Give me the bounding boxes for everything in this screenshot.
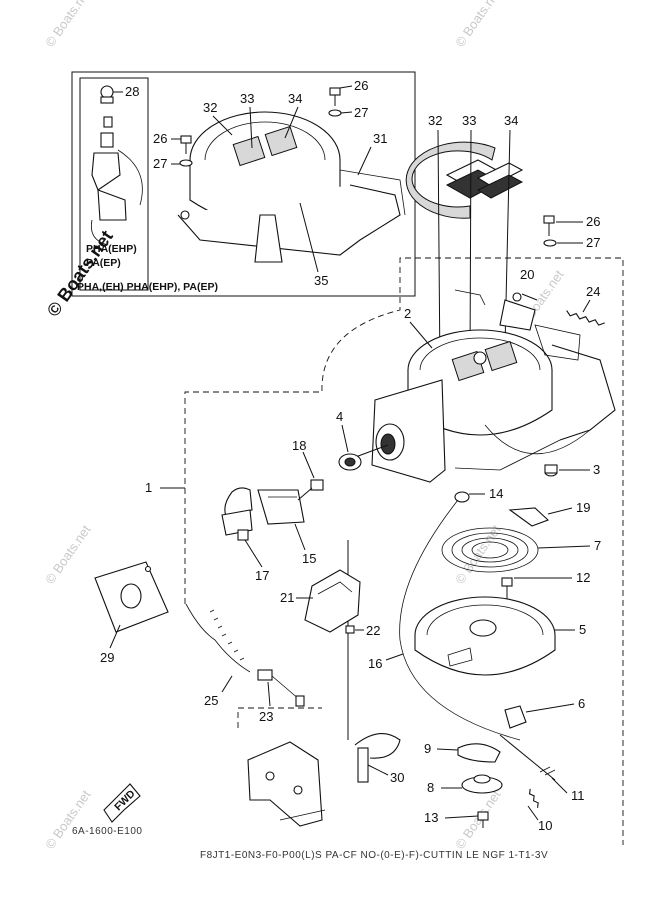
callout-inset-32: 32: [203, 100, 217, 115]
callout-5: 5: [579, 622, 586, 637]
emblem-parts: 32 33 34: [405, 113, 524, 375]
callout-15: 15: [302, 551, 316, 566]
callout-30: 30: [390, 770, 404, 785]
callout-7: 7: [594, 538, 601, 553]
callout-10: 10: [538, 818, 552, 833]
callout-6: 6: [578, 696, 585, 711]
spring-20-24: 20 24: [512, 267, 605, 326]
callout-inset-26b: 26: [153, 131, 167, 146]
plate-29: 29: [94, 561, 169, 665]
inset-panel: PHA(EHP) PA(EP) PHA,(EH) PHA(EHP), PA(EP…: [71, 71, 416, 297]
mount-bracket: [247, 741, 326, 827]
callout-17: 17: [255, 568, 269, 583]
spiral-spring-7: 7: [441, 527, 601, 573]
callout-inset-34: 34: [288, 91, 302, 106]
watermark: © Boats.net: [452, 0, 504, 50]
pulley-5: 5: [414, 596, 586, 676]
footer-text: F8JT1-E0N3-F0-P00(L)S PA-CF NO-(0-E)-F)-…: [200, 850, 548, 861]
cable-14-16: 14 16: [347, 486, 521, 741]
bolt-26-27: 26 27: [543, 214, 600, 250]
callout-18: 18: [292, 438, 306, 453]
callout-8: 8: [427, 780, 434, 795]
handle-15-17: 15 17: [221, 487, 316, 583]
bracket-21-22: 21 22: [280, 569, 380, 638]
inset-label-pha-ehp: PHA(EHP): [86, 243, 137, 255]
inset-callouts: 28 26 27 26 27 32 33 34 31 35: [113, 78, 387, 288]
callout-14: 14: [489, 486, 503, 501]
callout-26: 26: [586, 214, 600, 229]
callout-2: 2: [404, 306, 411, 321]
assembly-boundary: [184, 257, 624, 845]
callout-11: 11: [571, 788, 585, 803]
inset-label-pa-ep: PA(EP): [86, 257, 121, 269]
part-3: 3: [544, 462, 600, 477]
callout-24: 24: [586, 284, 600, 299]
callout-32: 32: [428, 113, 442, 128]
part-30: 30: [354, 733, 404, 785]
callout-34: 34: [504, 113, 518, 128]
callout-4: 4: [336, 409, 343, 424]
watermark: © Boats.net: [42, 787, 94, 852]
watermark: © Boats.net: [42, 522, 94, 587]
starter-housing: 2: [371, 289, 616, 483]
callout-12: 12: [576, 570, 590, 585]
callout-29: 29: [100, 650, 114, 665]
callout-inset-28: 28: [125, 84, 139, 99]
diagram-code: 6A-1600-E100: [72, 826, 143, 837]
fwd-arrow-icon: FWD: [103, 783, 141, 823]
inset-caption: PHA,(EH) PHA(EHP), PA(EP): [77, 281, 218, 293]
callout-16: 16: [368, 656, 382, 671]
callout-9: 9: [424, 741, 431, 756]
callout-1: 1: [145, 480, 152, 495]
grommets-4-18: 4 18: [292, 409, 389, 491]
lower-small-parts: 9 11 10 8 13: [424, 734, 585, 833]
callout-22: 22: [366, 623, 380, 638]
callout-19: 19: [576, 500, 590, 515]
callout-23: 23: [259, 709, 273, 724]
callout-35: 35: [314, 273, 328, 288]
callout-inset-27a: 27: [354, 105, 368, 120]
cable-25-23: 25 23: [185, 603, 305, 724]
callout-27: 27: [586, 235, 600, 250]
callout-inset-33: 33: [240, 91, 254, 106]
callout-inset-26a: 26: [354, 78, 368, 93]
part-1: 1: [145, 480, 185, 495]
callout-inset-27b: 27: [153, 156, 167, 171]
callout-33: 33: [462, 113, 476, 128]
callout-13: 13: [424, 810, 438, 825]
callout-25: 25: [204, 693, 218, 708]
callout-3: 3: [593, 462, 600, 477]
callout-20: 20: [520, 267, 534, 282]
callout-inset-31: 31: [373, 131, 387, 146]
bolt-12: 12: [501, 570, 590, 600]
watermark: © Boats.net: [452, 522, 504, 587]
callout-21: 21: [280, 590, 294, 605]
part-19: 19: [508, 500, 590, 527]
watermark: © Boats.net: [42, 0, 94, 50]
part-6: 6: [504, 696, 585, 729]
